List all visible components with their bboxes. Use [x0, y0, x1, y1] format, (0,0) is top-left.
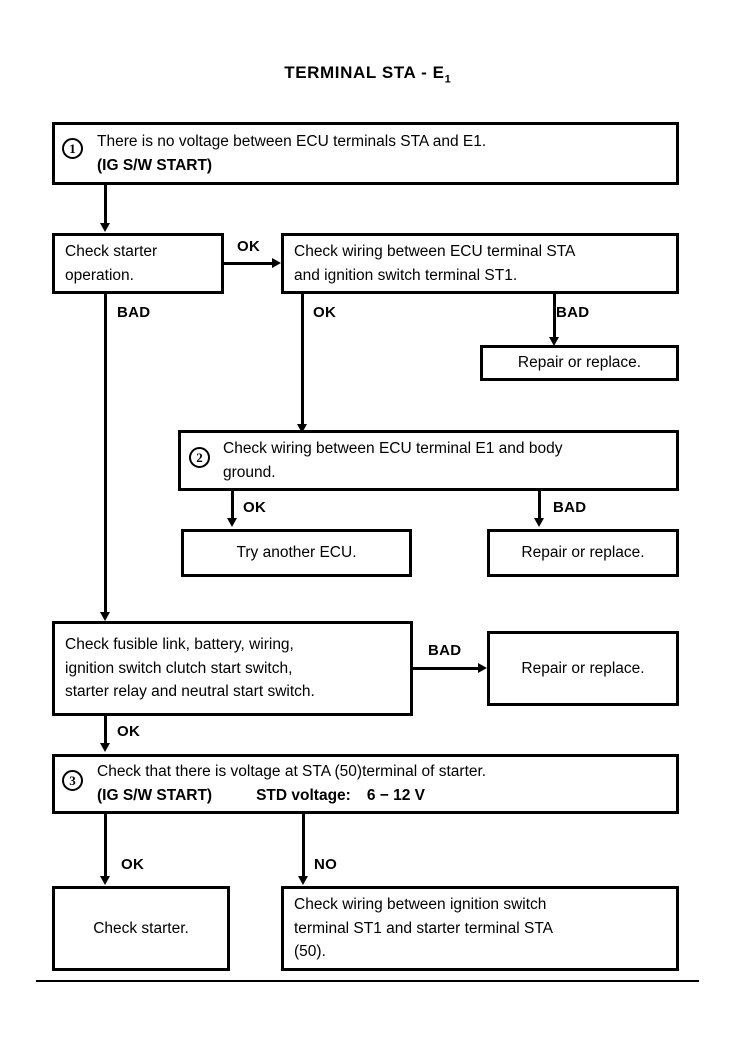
edge-label-wiring-sta-ok: OK — [313, 304, 337, 321]
footer-rule — [36, 980, 699, 982]
arrow-fusible-ok — [100, 743, 110, 752]
edge-label-step2-ok: OK — [243, 499, 267, 516]
node-step-3-std-value: 6 − 12 V — [366, 787, 425, 804]
node-step-3-line2: (IG S/W START) STD voltage: 6 − 12 V — [97, 784, 666, 808]
node-repair-or-replace-1-line1: Repair or replace. — [517, 354, 642, 372]
node-try-another-ecu[interactable]: Try another ECU. — [181, 529, 412, 577]
node-check-wiring-sta-st1-line2: and ignition switch terminal ST1. — [294, 266, 518, 284]
node-check-starter[interactable]: Check starter. — [52, 886, 230, 971]
connector-step3-ok — [104, 814, 107, 878]
node-check-starter-line1: Check starter. — [93, 919, 189, 937]
node-try-another-ecu-line1: Try another ECU. — [236, 544, 357, 562]
node-step-2[interactable]: Check wiring between ECU terminal E1 and… — [178, 430, 679, 491]
arrow-fusible-bad — [478, 663, 487, 673]
node-repair-or-replace-3[interactable]: Repair or replace. — [487, 631, 679, 706]
step-marker-3: 3 — [62, 770, 83, 791]
node-check-wiring-st1-sta50-line3: (50). — [294, 943, 326, 961]
node-repair-or-replace-1[interactable]: Repair or replace. — [480, 345, 679, 381]
node-check-fusible-link-line2: ignition switch clutch start switch, — [65, 659, 293, 677]
edge-label-wiring-sta-bad: BAD — [556, 304, 590, 321]
connector-wiring-sta-ok — [301, 294, 304, 426]
node-check-starter-operation-line1: Check starter — [65, 242, 158, 260]
arrow-step3-no — [298, 876, 308, 885]
node-step-1[interactable]: There is no voltage between ECU terminal… — [52, 122, 679, 185]
step-marker-1: 1 — [62, 138, 83, 159]
node-check-wiring-st1-sta50-line1: Check wiring between ignition switch — [294, 896, 547, 914]
node-step-2-line1: Check wiring between ECU terminal E1 and… — [223, 439, 563, 457]
node-step-1-line1: There is no voltage between ECU terminal… — [97, 132, 487, 150]
node-step-3-std-label: STD voltage: — [256, 787, 351, 804]
connector-fusible-ok — [104, 716, 107, 745]
connector-step2-bad — [538, 491, 541, 520]
node-step-3[interactable]: Check that there is voltage at STA (50)t… — [52, 754, 679, 814]
arrow-step3-ok — [100, 876, 110, 885]
step-marker-2: 2 — [189, 447, 210, 468]
node-check-fusible-link-line1: Check fusible link, battery, wiring, — [65, 636, 294, 654]
node-step-3-igsw: (IG S/W START) — [97, 787, 213, 804]
node-check-fusible-link-line3: starter relay and neutral start switch. — [65, 683, 315, 701]
edge-label-step3-no: NO — [314, 856, 338, 873]
arrow-step2-ok — [227, 518, 237, 527]
edge-label-step3-ok: OK — [121, 856, 145, 873]
page-title: TERMINAL STA - E1 — [0, 63, 735, 85]
connector-wiring-sta-bad — [553, 294, 556, 341]
node-check-wiring-st1-sta50-line2: terminal ST1 and starter terminal STA — [294, 919, 553, 937]
arrow-step1-to-starter-op — [100, 223, 110, 232]
connector-starter-op-bad — [104, 294, 107, 614]
node-check-starter-operation-line2: operation. — [65, 266, 134, 284]
connector-step3-no — [302, 814, 305, 878]
node-step-3-line1: Check that there is voltage at STA (50)t… — [97, 763, 487, 781]
node-repair-or-replace-2[interactable]: Repair or replace. — [487, 529, 679, 577]
edge-label-starter-op-ok: OK — [237, 238, 261, 255]
node-step-1-line2: (IG S/W START) — [97, 156, 213, 174]
node-repair-or-replace-2-line1: Repair or replace. — [521, 544, 645, 562]
connector-step1-to-starter-op — [104, 185, 107, 225]
arrow-step2-bad — [534, 518, 544, 527]
page-title-subscript: 1 — [444, 73, 451, 86]
node-check-fusible-link[interactable]: Check fusible link, battery, wiring, ign… — [52, 621, 413, 716]
edge-label-fusible-bad: BAD — [428, 642, 462, 659]
edge-label-starter-op-bad: BAD — [117, 304, 151, 321]
node-check-wiring-sta-st1-line1: Check wiring between ECU terminal STA — [294, 242, 576, 260]
node-repair-or-replace-3-line1: Repair or replace. — [521, 659, 645, 677]
arrow-starter-op-bad — [100, 612, 110, 621]
connector-fusible-bad — [413, 667, 481, 670]
node-check-wiring-st1-sta50[interactable]: Check wiring between ignition switch ter… — [281, 886, 679, 971]
connector-starter-op-ok — [224, 262, 275, 265]
arrow-wiring-sta-bad — [549, 337, 559, 346]
edge-label-fusible-ok: OK — [117, 723, 141, 740]
connector-step2-ok — [231, 491, 234, 520]
node-step-2-line2: ground. — [223, 463, 276, 481]
arrow-starter-op-ok — [272, 258, 281, 268]
node-check-wiring-sta-st1[interactable]: Check wiring between ECU terminal STA an… — [281, 233, 679, 294]
edge-label-step2-bad: BAD — [553, 499, 587, 516]
page-title-text: TERMINAL STA - E — [284, 63, 445, 82]
arrow-wiring-sta-ok — [297, 424, 307, 433]
node-check-starter-operation[interactable]: Check starter operation. — [52, 233, 224, 294]
